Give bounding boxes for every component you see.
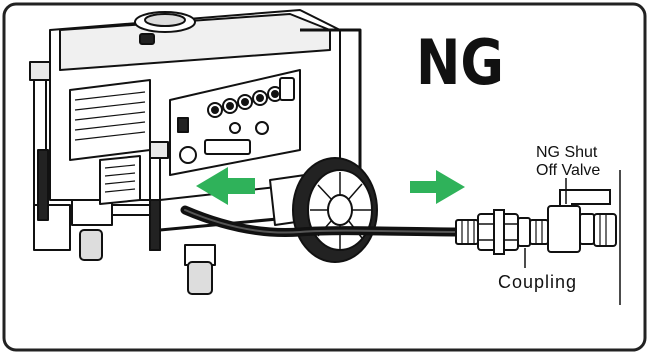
valve-body <box>548 206 580 252</box>
coupling-label: Coupling <box>498 272 577 292</box>
valve-handle <box>560 190 610 206</box>
generator-wheel <box>293 158 377 262</box>
hose-end-fitting <box>456 220 478 244</box>
valve-label-line-2: Off Valve <box>536 162 600 179</box>
generator-illustration <box>30 10 377 294</box>
diagram-title: NG <box>416 26 504 99</box>
valve-label-line-1: NG Shut <box>536 144 598 161</box>
